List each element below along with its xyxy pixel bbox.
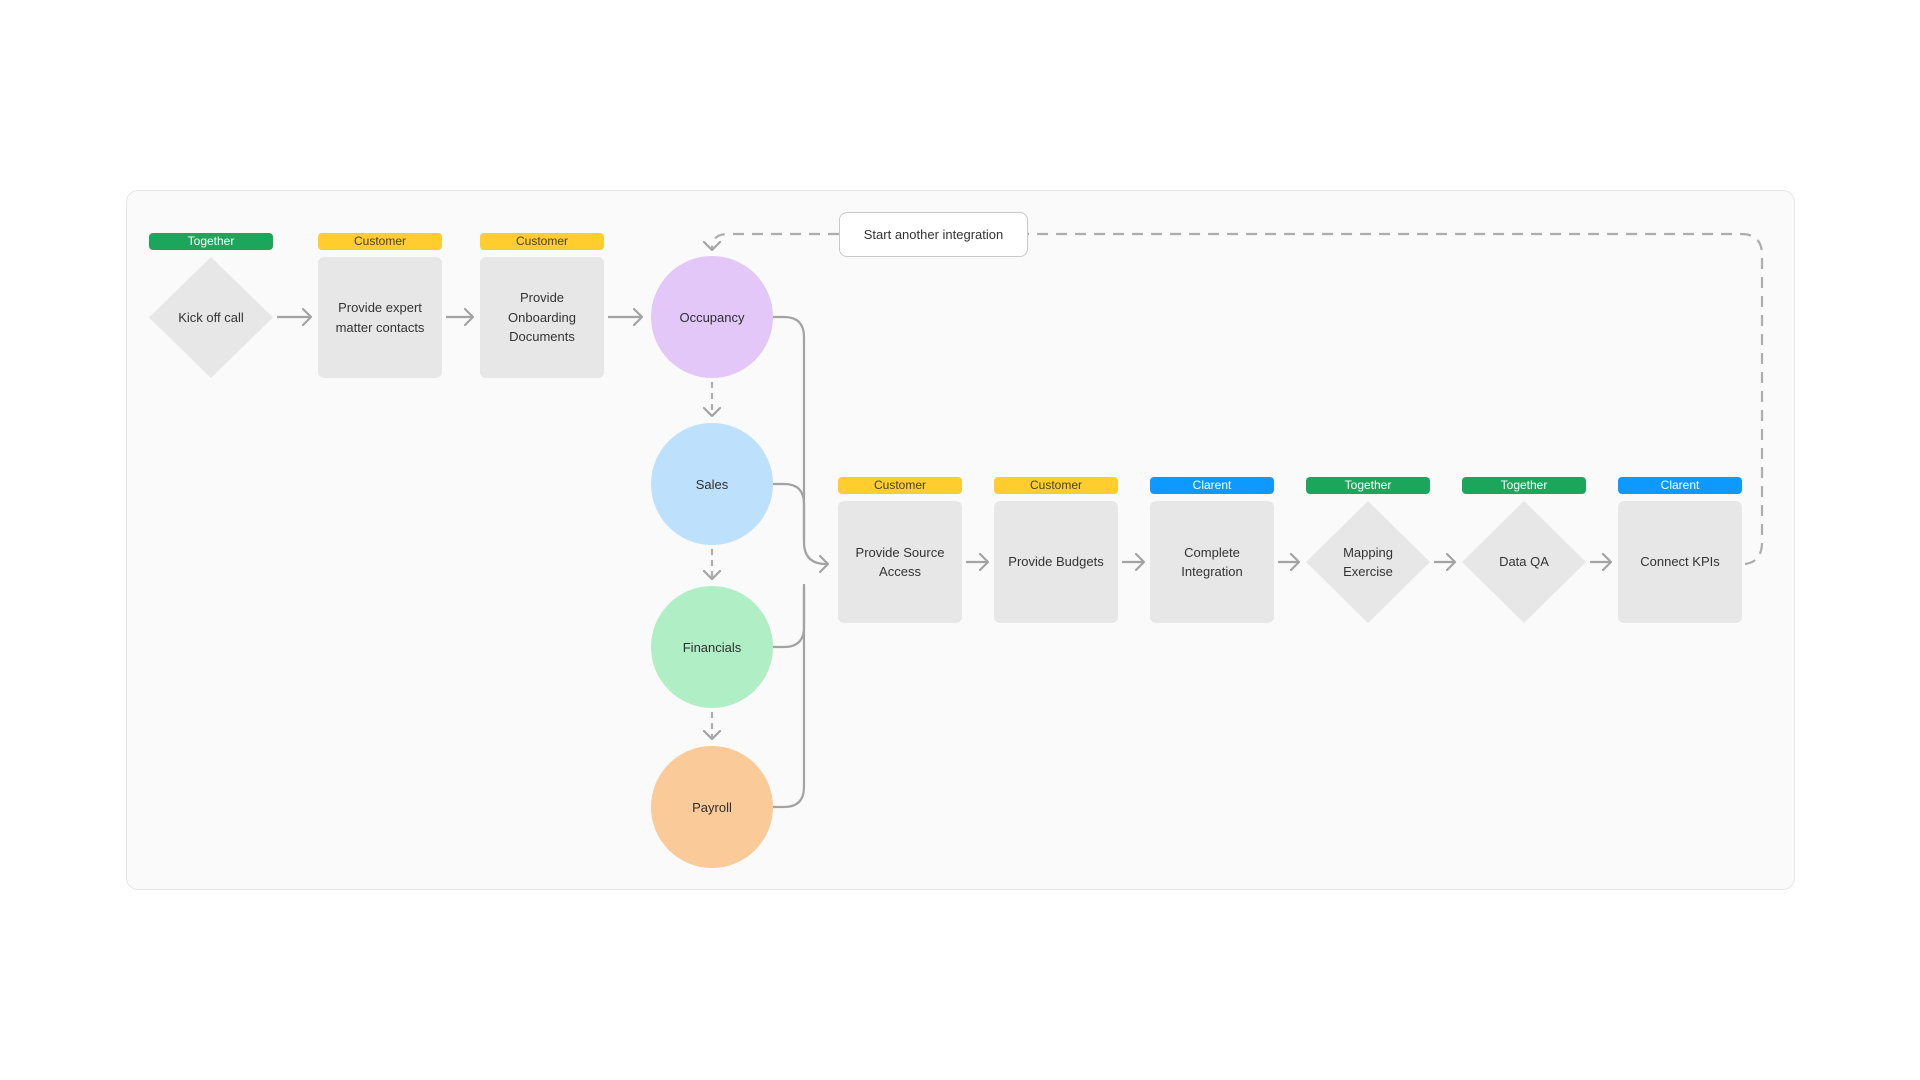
node-label: Occupancy <box>679 309 745 325</box>
node-connect-kpis[interactable]: Connect KPIs <box>1618 501 1742 623</box>
node-label: Provide Source Access <box>855 544 945 580</box>
node-label: Provide Onboarding Documents <box>508 290 576 345</box>
badge-clarent-kpis[interactable]: Clarent <box>1618 477 1742 494</box>
connector-financials-merge <box>773 587 806 649</box>
badge-clarent-integration[interactable]: Clarent <box>1150 477 1274 494</box>
node-provide-onboarding-documents[interactable]: Provide Onboarding Documents <box>480 257 604 378</box>
node-label: Data QA <box>1499 554 1549 570</box>
node-label: Provide Budgets <box>1008 554 1104 570</box>
flow-board: Start another integration Together Custo… <box>126 190 1795 890</box>
connector-start-to-occupancy <box>712 232 839 249</box>
node-provide-budgets[interactable]: Provide Budgets <box>994 501 1118 623</box>
node-sales[interactable]: Sales <box>651 423 773 545</box>
node-label: Financials <box>682 639 742 655</box>
node-occupancy[interactable]: Occupancy <box>651 256 773 378</box>
connector-occupancy-merge-to-source-access <box>773 315 827 564</box>
node-financials[interactable]: Financials <box>651 586 773 708</box>
badge-customer-source-access[interactable]: Customer <box>838 477 962 494</box>
node-complete-integration[interactable]: Complete Integration <box>1150 501 1274 623</box>
connector-payroll-merge <box>773 584 806 809</box>
node-payroll[interactable]: Payroll <box>651 746 773 868</box>
connector-sales-merge <box>773 482 806 541</box>
connector-layer <box>277 232 1764 809</box>
connector-kpis-to-start <box>1028 232 1764 566</box>
node-label: Provide expert matter contacts <box>335 300 425 335</box>
node-label: Complete Integration <box>1181 544 1243 580</box>
badge-customer-documents[interactable]: Customer <box>480 233 604 250</box>
node-label: Mapping Exercise <box>1343 544 1393 580</box>
badge-customer-budgets[interactable]: Customer <box>994 477 1118 494</box>
node-label: Sales <box>695 476 729 492</box>
node-provide-expert-matter-contacts[interactable]: Provide expert matter contacts <box>318 257 442 378</box>
badge-customer-contacts[interactable]: Customer <box>318 233 442 250</box>
badge-together-dataqa[interactable]: Together <box>1462 477 1586 494</box>
node-label: Kick off call <box>178 309 244 325</box>
start-node-label: Start another integration <box>863 227 1004 242</box>
node-label: Connect KPIs <box>1640 554 1720 570</box>
badge-together-kickoff[interactable]: Together <box>149 233 273 250</box>
node-label: Payroll <box>692 799 732 815</box>
node-provide-source-access[interactable]: Provide Source Access <box>838 501 962 623</box>
badge-together-mapping[interactable]: Together <box>1306 477 1430 494</box>
start-another-integration-node[interactable]: Start another integration <box>839 212 1028 257</box>
